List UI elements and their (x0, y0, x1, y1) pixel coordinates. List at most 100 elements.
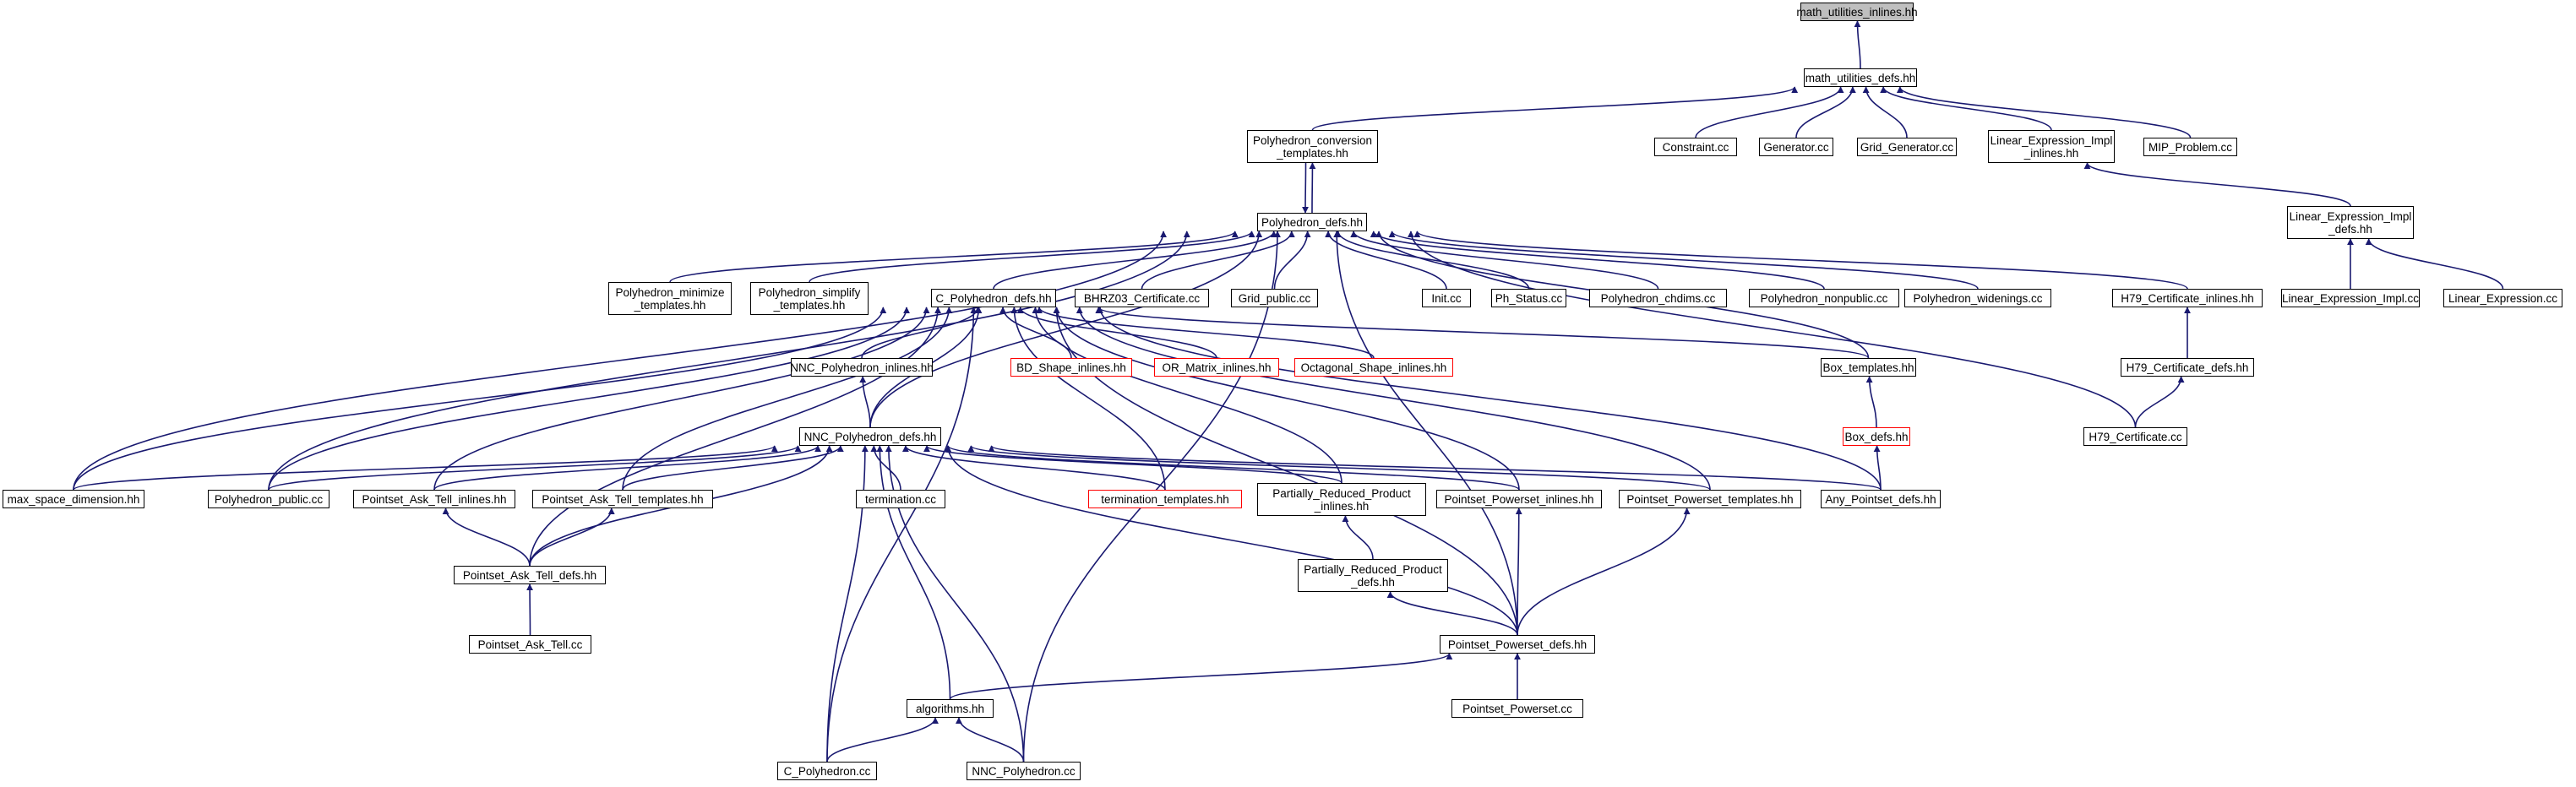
node-ph-status-cc[interactable]: Ph_Status.cc (1491, 289, 1566, 307)
node-pointset-ask-tell-cc[interactable]: Pointset_Ask_Tell.cc (469, 635, 591, 654)
edge-pointset-ask-tell-templates-to-nnc-polyhedron-defs (622, 445, 844, 491)
node-math-utilities-inlines-hh[interactable]: math_utilities_inlines.hh (1796, 3, 1918, 21)
node-linear-expression-impl-cc[interactable]: Linear_Expression_Impl.cc (2281, 289, 2420, 307)
edge-pointset-powerset-defs-to-pointset-powerset-inlines (1515, 507, 1522, 636)
node-termination-cc[interactable]: termination.cc (856, 490, 945, 508)
node-polyhedron-widenings-cc[interactable]: Polyhedron_widenings.cc (1904, 289, 2051, 307)
node-polyhedron-public-cc[interactable]: Polyhedron_public.cc (208, 490, 329, 508)
node-pointset-ask-tell-defs-hh[interactable]: Pointset_Ask_Tell_defs.hh (454, 566, 606, 584)
node-nnc-polyhedron-cc[interactable]: NNC_Polyhedron.cc (967, 762, 1081, 780)
node-polyhedron-minimize-templates-hh[interactable]: Polyhedron_minimize _templates.hh (608, 282, 732, 315)
node-pointset-powerset-templates-hh[interactable]: Pointset_Powerset_templates.hh (1619, 490, 1801, 508)
node-termination-templates-hh[interactable]: termination_templates.hh (1088, 490, 1242, 508)
edge-generator-cc-to-math-utilities-defs (1795, 86, 1856, 138)
node-c-polyhedron-cc[interactable]: C_Polyhedron.cc (777, 762, 877, 780)
node-algorithms-hh[interactable]: algorithms.hh (907, 699, 994, 718)
edge-pointset-ask-tell-inlines-to-c-polyhedron-defs (433, 307, 930, 491)
edge-polyhedron-public-cc-to-polyhedron-defs (268, 231, 1190, 491)
node-c-polyhedron-defs-hh[interactable]: C_Polyhedron_defs.hh (931, 289, 1056, 307)
edge-nnc-polyhedron-defs-to-polyhedron-defs (869, 231, 1263, 428)
node-generator-cc[interactable]: Generator.cc (1759, 138, 1833, 156)
edge-nnc-polyhedron-defs-to-nnc-polyhedron-inlines (859, 376, 871, 428)
edge-constraint-cc-to-math-utilities-defs (1695, 86, 1844, 138)
node-polyhedron-defs-hh[interactable]: Polyhedron_defs.hh (1257, 213, 1367, 231)
edge-nnc-polyhedron-inlines-to-c-polyhedron-defs (861, 307, 982, 359)
edge-algorithms-to-pointset-powerset-defs (949, 653, 1453, 700)
edge-max-space-dimension-to-nnc-polyhedron-defs (73, 445, 778, 491)
node-linear-expression-impl-defs-hh[interactable]: Linear_Expression_Impl _defs.hh (2287, 206, 2414, 239)
node-box-defs-hh[interactable]: Box_defs.hh (1843, 427, 1910, 446)
edge-h79-certificate-cc-to-h79-certificate-defs (2134, 376, 2185, 428)
edge-pointset-powerset-defs-to-pointset-powerset-templates (1517, 507, 1691, 636)
node-partially-reduced-product-inlines-hh[interactable]: Partially_Reduced_Product _inlines.hh (1257, 483, 1426, 516)
edge-any-pointset-defs-to-c-polyhedron-defs (1097, 307, 1882, 491)
node-h79-certificate-defs-hh[interactable]: H79_Certificate_defs.hh (2121, 358, 2254, 377)
node-pointset-powerset-inlines-hh[interactable]: Pointset_Powerset_inlines.hh (1436, 490, 1602, 508)
node-linear-expression-cc[interactable]: Linear_Expression.cc (2443, 289, 2562, 307)
edge-pointset-ask-tell-defs-to-pointset-ask-tell-inlines (442, 507, 531, 567)
node-polyhedron-conversion-templates-hh[interactable]: Polyhedron_conversion _templates.hh (1247, 130, 1378, 163)
node-constraint-cc[interactable]: Constraint.cc (1654, 138, 1737, 156)
edge-pointset-ask-tell-inlines-to-nnc-polyhedron-defs (433, 445, 821, 491)
edge-grid-generator-cc-to-math-utilities-defs (1862, 86, 1908, 138)
node-bhrz03-certificate-cc[interactable]: BHRZ03_Certificate.cc (1075, 289, 1209, 307)
edge-init-cc-to-polyhedron-defs (1325, 231, 1447, 290)
node-polyhedron-nonpublic-cc[interactable]: Polyhedron_nonpublic.cc (1749, 289, 1899, 307)
edge-polyhedron-minimize-templates-to-polyhedron-defs (669, 231, 1239, 283)
edge-linear-expression-cc-to-linear-expression-impl-defs (2365, 238, 2504, 290)
node-any-pointset-defs-hh[interactable]: Any_Pointset_defs.hh (1821, 490, 1941, 508)
node-polyhedron-simplify-templates-hh[interactable]: Polyhedron_simplify _templates.hh (750, 282, 869, 315)
edge-polyhedron-widenings-cc-to-polyhedron-defs (1388, 231, 1979, 290)
edge-pointset-powerset-templates-to-nnc-polyhedron-defs (967, 445, 1711, 491)
node-polyhedron-chdims-cc[interactable]: Polyhedron_chdims.cc (1589, 289, 1727, 307)
edge-box-templates-to-c-polyhedron-defs (1095, 307, 1870, 359)
edge-polyhedron-public-cc-to-c-polyhedron-defs (268, 307, 910, 491)
edge-bhrz03-certificate-cc-to-polyhedron-defs (1141, 231, 1295, 290)
node-nnc-polyhedron-defs-hh[interactable]: NNC_Polyhedron_defs.hh (799, 427, 941, 446)
edge-partially-reduced-product-inlines-to-c-polyhedron-defs (1032, 307, 1342, 484)
edge-any-pointset-defs-to-nnc-polyhedron-defs (988, 445, 1882, 491)
node-init-cc[interactable]: Init.cc (1422, 289, 1471, 307)
dependency-edges (73, 20, 2504, 763)
edge-pointset-ask-tell-defs-to-pointset-ask-tell-templates (529, 507, 615, 567)
node-math-utilities-defs-hh[interactable]: math_utilities_defs.hh (1804, 68, 1917, 87)
edge-polyhedron-chdims-cc-to-polyhedron-defs (1350, 231, 1659, 290)
edge-linear-expression-impl-inlines-to-math-utilities-defs (1880, 86, 2052, 131)
node-linear-expression-impl-inlines-hh[interactable]: Linear_Expression_Impl _inlines.hh (1988, 130, 2115, 163)
edge-or-matrix-inlines-to-c-polyhedron-defs (1016, 307, 1217, 359)
edge-max-space-dimension-to-polyhedron-defs (73, 231, 1168, 491)
edge-termination-cc-to-nnc-polyhedron-defs (870, 445, 901, 491)
node-h79-certificate-inlines-hh[interactable]: H79_Certificate_inlines.hh (2112, 289, 2263, 307)
node-h79-certificate-cc[interactable]: H79_Certificate.cc (2083, 427, 2187, 446)
edge-polyhedron-conversion-templates-to-polyhedron-defs (1302, 162, 1310, 214)
edge-octagonal-shape-inlines-to-c-polyhedron-defs (1036, 307, 1375, 359)
node-max-space-dimension-hh[interactable]: max_space_dimension.hh (3, 490, 144, 508)
edge-polyhedron-public-cc-to-nnc-polyhedron-defs (268, 445, 802, 491)
edge-h79-certificate-inlines-to-polyhedron-defs (1413, 231, 2188, 290)
node-octagonal-shape-inlines-hh[interactable]: Octagonal_Shape_inlines.hh (1294, 358, 1453, 377)
edge-termination-templates-to-nnc-polyhedron-defs (901, 445, 1166, 491)
node-box-templates-hh[interactable]: Box_templates.hh (1821, 358, 1916, 377)
node-mip-problem-cc[interactable]: MIP_Problem.cc (2143, 138, 2237, 156)
edge-nnc-polyhedron-cc-to-algorithms (955, 717, 1025, 763)
edge-any-pointset-defs-to-box-defs (1873, 445, 1882, 491)
edge-bd-shape-inlines-to-c-polyhedron-defs (999, 307, 1072, 359)
node-pointset-powerset-cc[interactable]: Pointset_Powerset.cc (1451, 699, 1583, 718)
edge-pointset-powerset-inlines-to-c-polyhedron-defs (1053, 307, 1520, 491)
edge-c-polyhedron-defs-to-polyhedron-defs (993, 231, 1277, 290)
node-nnc-polyhedron-inlines-hh[interactable]: NNC_Polyhedron_inlines.hh (790, 358, 934, 377)
edge-mip-problem-cc-to-math-utilities-defs (1896, 86, 2192, 138)
node-partially-reduced-product-defs-hh[interactable]: Partially_Reduced_Product _defs.hh (1298, 559, 1448, 592)
edge-box-defs-to-box-templates (1865, 376, 1877, 428)
node-pointset-ask-tell-templates-hh[interactable]: Pointset_Ask_Tell_templates.hh (532, 490, 713, 508)
edge-algorithms-to-nnc-polyhedron-defs (876, 445, 951, 700)
node-grid-public-cc[interactable]: Grid_public.cc (1231, 289, 1318, 307)
edge-h79-certificate-cc-to-polyhedron-defs (1407, 231, 2137, 428)
edge-math-utilities-defs-to-math-utilities-inlines (1854, 20, 1861, 69)
node-or-matrix-inlines-hh[interactable]: OR_Matrix_inlines.hh (1154, 358, 1279, 377)
node-pointset-ask-tell-inlines-hh[interactable]: Pointset_Ask_Tell_inlines.hh (353, 490, 515, 508)
node-grid-generator-cc[interactable]: Grid_Generator.cc (1857, 138, 1957, 156)
node-bd-shape-inlines-hh[interactable]: BD_Shape_inlines.hh (1010, 358, 1132, 377)
node-pointset-powerset-defs-hh[interactable]: Pointset_Powerset_defs.hh (1440, 635, 1595, 654)
